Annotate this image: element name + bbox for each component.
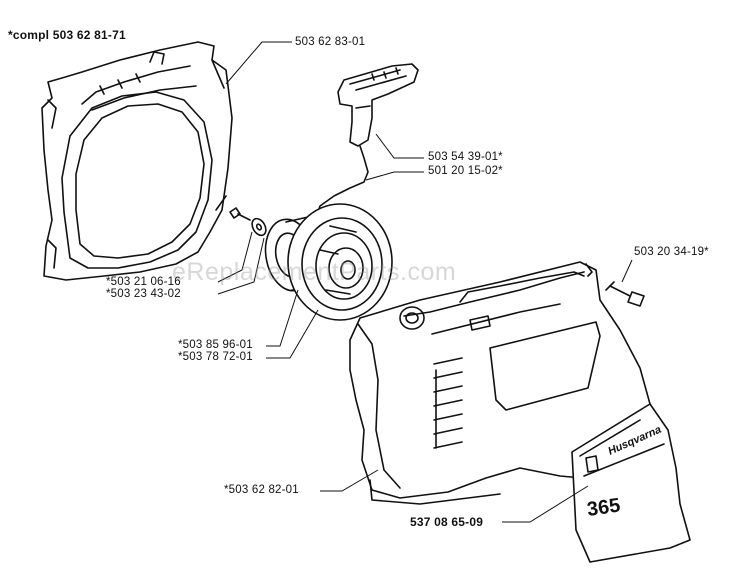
- label-starter-cover: *503 62 82-01: [224, 484, 299, 496]
- label-starter-cord: 501 20 15-02*: [428, 165, 503, 177]
- watermark: eReplacementParts.com: [172, 258, 457, 286]
- label-decal: 537 08 65-09: [410, 515, 484, 529]
- screw-and-washer: [229, 207, 267, 237]
- label-starter-handle: 503 54 39-01*: [428, 151, 503, 163]
- leader-lines: [217, 41, 633, 523]
- decal: [571, 403, 691, 563]
- label-cover-screw: 503 20 34-19*: [634, 246, 709, 258]
- label-washer: *503 23 43-02: [106, 288, 181, 300]
- starter-cover: [349, 261, 663, 505]
- label-screw: *503 21 06-16: [106, 276, 181, 288]
- decal-model-text: 365: [586, 495, 622, 521]
- cover-screw: [605, 281, 645, 307]
- label-compl-assembly: *compl 503 62 81-71: [8, 28, 126, 42]
- starter-pulley: [264, 203, 393, 321]
- label-starter-pulley: *503 85 96-01: [178, 339, 253, 351]
- label-recoil-spring: *503 78 72-01: [178, 351, 253, 363]
- starter-handle: [337, 63, 419, 147]
- fan-housing: [41, 41, 233, 281]
- label-fan-housing: 503 62 83-01: [295, 36, 366, 48]
- starter-cord: [315, 145, 369, 219]
